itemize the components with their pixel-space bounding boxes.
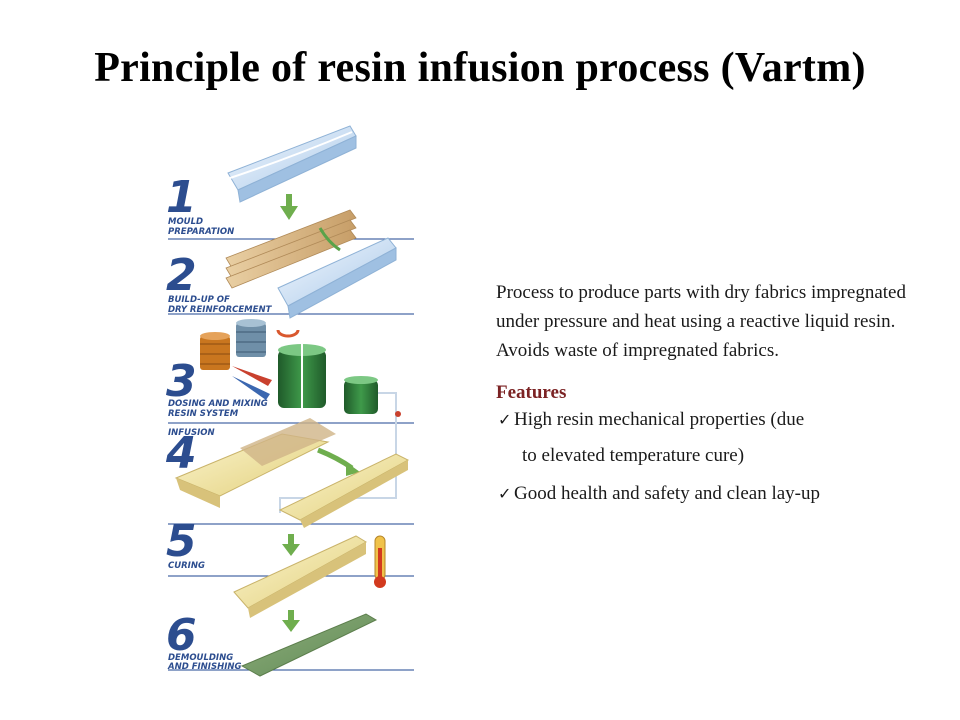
feature-2-line1: Good health and safety and clean lay-up	[514, 483, 820, 504]
feature-1-line1: High resin mechanical properties (due	[514, 409, 805, 430]
infusion-arrow-icon	[317, 447, 360, 476]
down-arrow-icon-2	[282, 534, 300, 556]
step-number-5: 5	[166, 516, 197, 567]
finished-part-illustration	[240, 613, 378, 677]
fabric-layers-illustration	[225, 209, 357, 289]
step-caption-4: INFUSION	[168, 428, 215, 438]
feature-1-line2: to elevated temperature cure)	[522, 445, 745, 466]
curing-part-illustration	[233, 535, 367, 618]
process-diagram: 1 2 3 4 5 6 MOULD PREPARATION BUILD-UP O…	[160, 118, 422, 688]
hardener-can-icon	[200, 332, 230, 370]
checkmark-icon: ✓	[498, 410, 512, 429]
slide-title: Principle of resin infusion process (Var…	[94, 45, 866, 91]
step-number-6: 6	[166, 610, 197, 661]
step-number-1: 1	[166, 172, 197, 223]
epoxy-resin-can-icon	[236, 319, 266, 357]
step-number-2: 2	[166, 250, 197, 301]
infusion-mould-right	[278, 453, 410, 528]
checkmark-icon: ✓	[498, 484, 512, 503]
thermometer-icon	[374, 535, 386, 588]
resin-container-icon	[344, 376, 378, 414]
step-caption-1b: PREPARATION	[168, 227, 234, 237]
step-caption-3a: DOSING AND MIXING	[168, 399, 268, 409]
features-heading: Features	[496, 382, 567, 403]
mixing-vessel-icon	[278, 344, 326, 414]
feature-item-1: ✓ High resin mechanical properties (due …	[496, 405, 936, 470]
content-panel: Process to produce parts with dry fabric…	[496, 278, 936, 508]
step-caption-3b: RESIN SYSTEM	[168, 409, 239, 419]
step-caption-6a: DEMOULDING	[168, 653, 233, 663]
step-caption-5: CURING	[168, 561, 205, 571]
process-description: Process to produce parts with dry fabric…	[496, 282, 906, 361]
feature-item-2: ✓ Good health and safety and clean lay-u…	[496, 479, 936, 508]
down-arrow-icon	[280, 194, 298, 220]
mixing-arrows-icon	[232, 329, 300, 400]
step-number-3: 3	[166, 356, 197, 407]
step-number-4: 4	[165, 428, 197, 479]
step-caption-6b: AND FINISHING	[167, 662, 241, 672]
mould-illustration	[227, 125, 357, 203]
step-caption-1a: MOULD	[168, 217, 203, 227]
mould-illustration-2	[277, 237, 397, 319]
step-caption-2a: BUILD-UP OF	[168, 295, 230, 305]
step-caption-2b: DRY REINFORCEMENT	[168, 305, 273, 315]
resin-line-icon	[279, 392, 401, 513]
down-arrow-icon-3	[282, 610, 300, 632]
infusion-mould-left	[174, 418, 336, 508]
